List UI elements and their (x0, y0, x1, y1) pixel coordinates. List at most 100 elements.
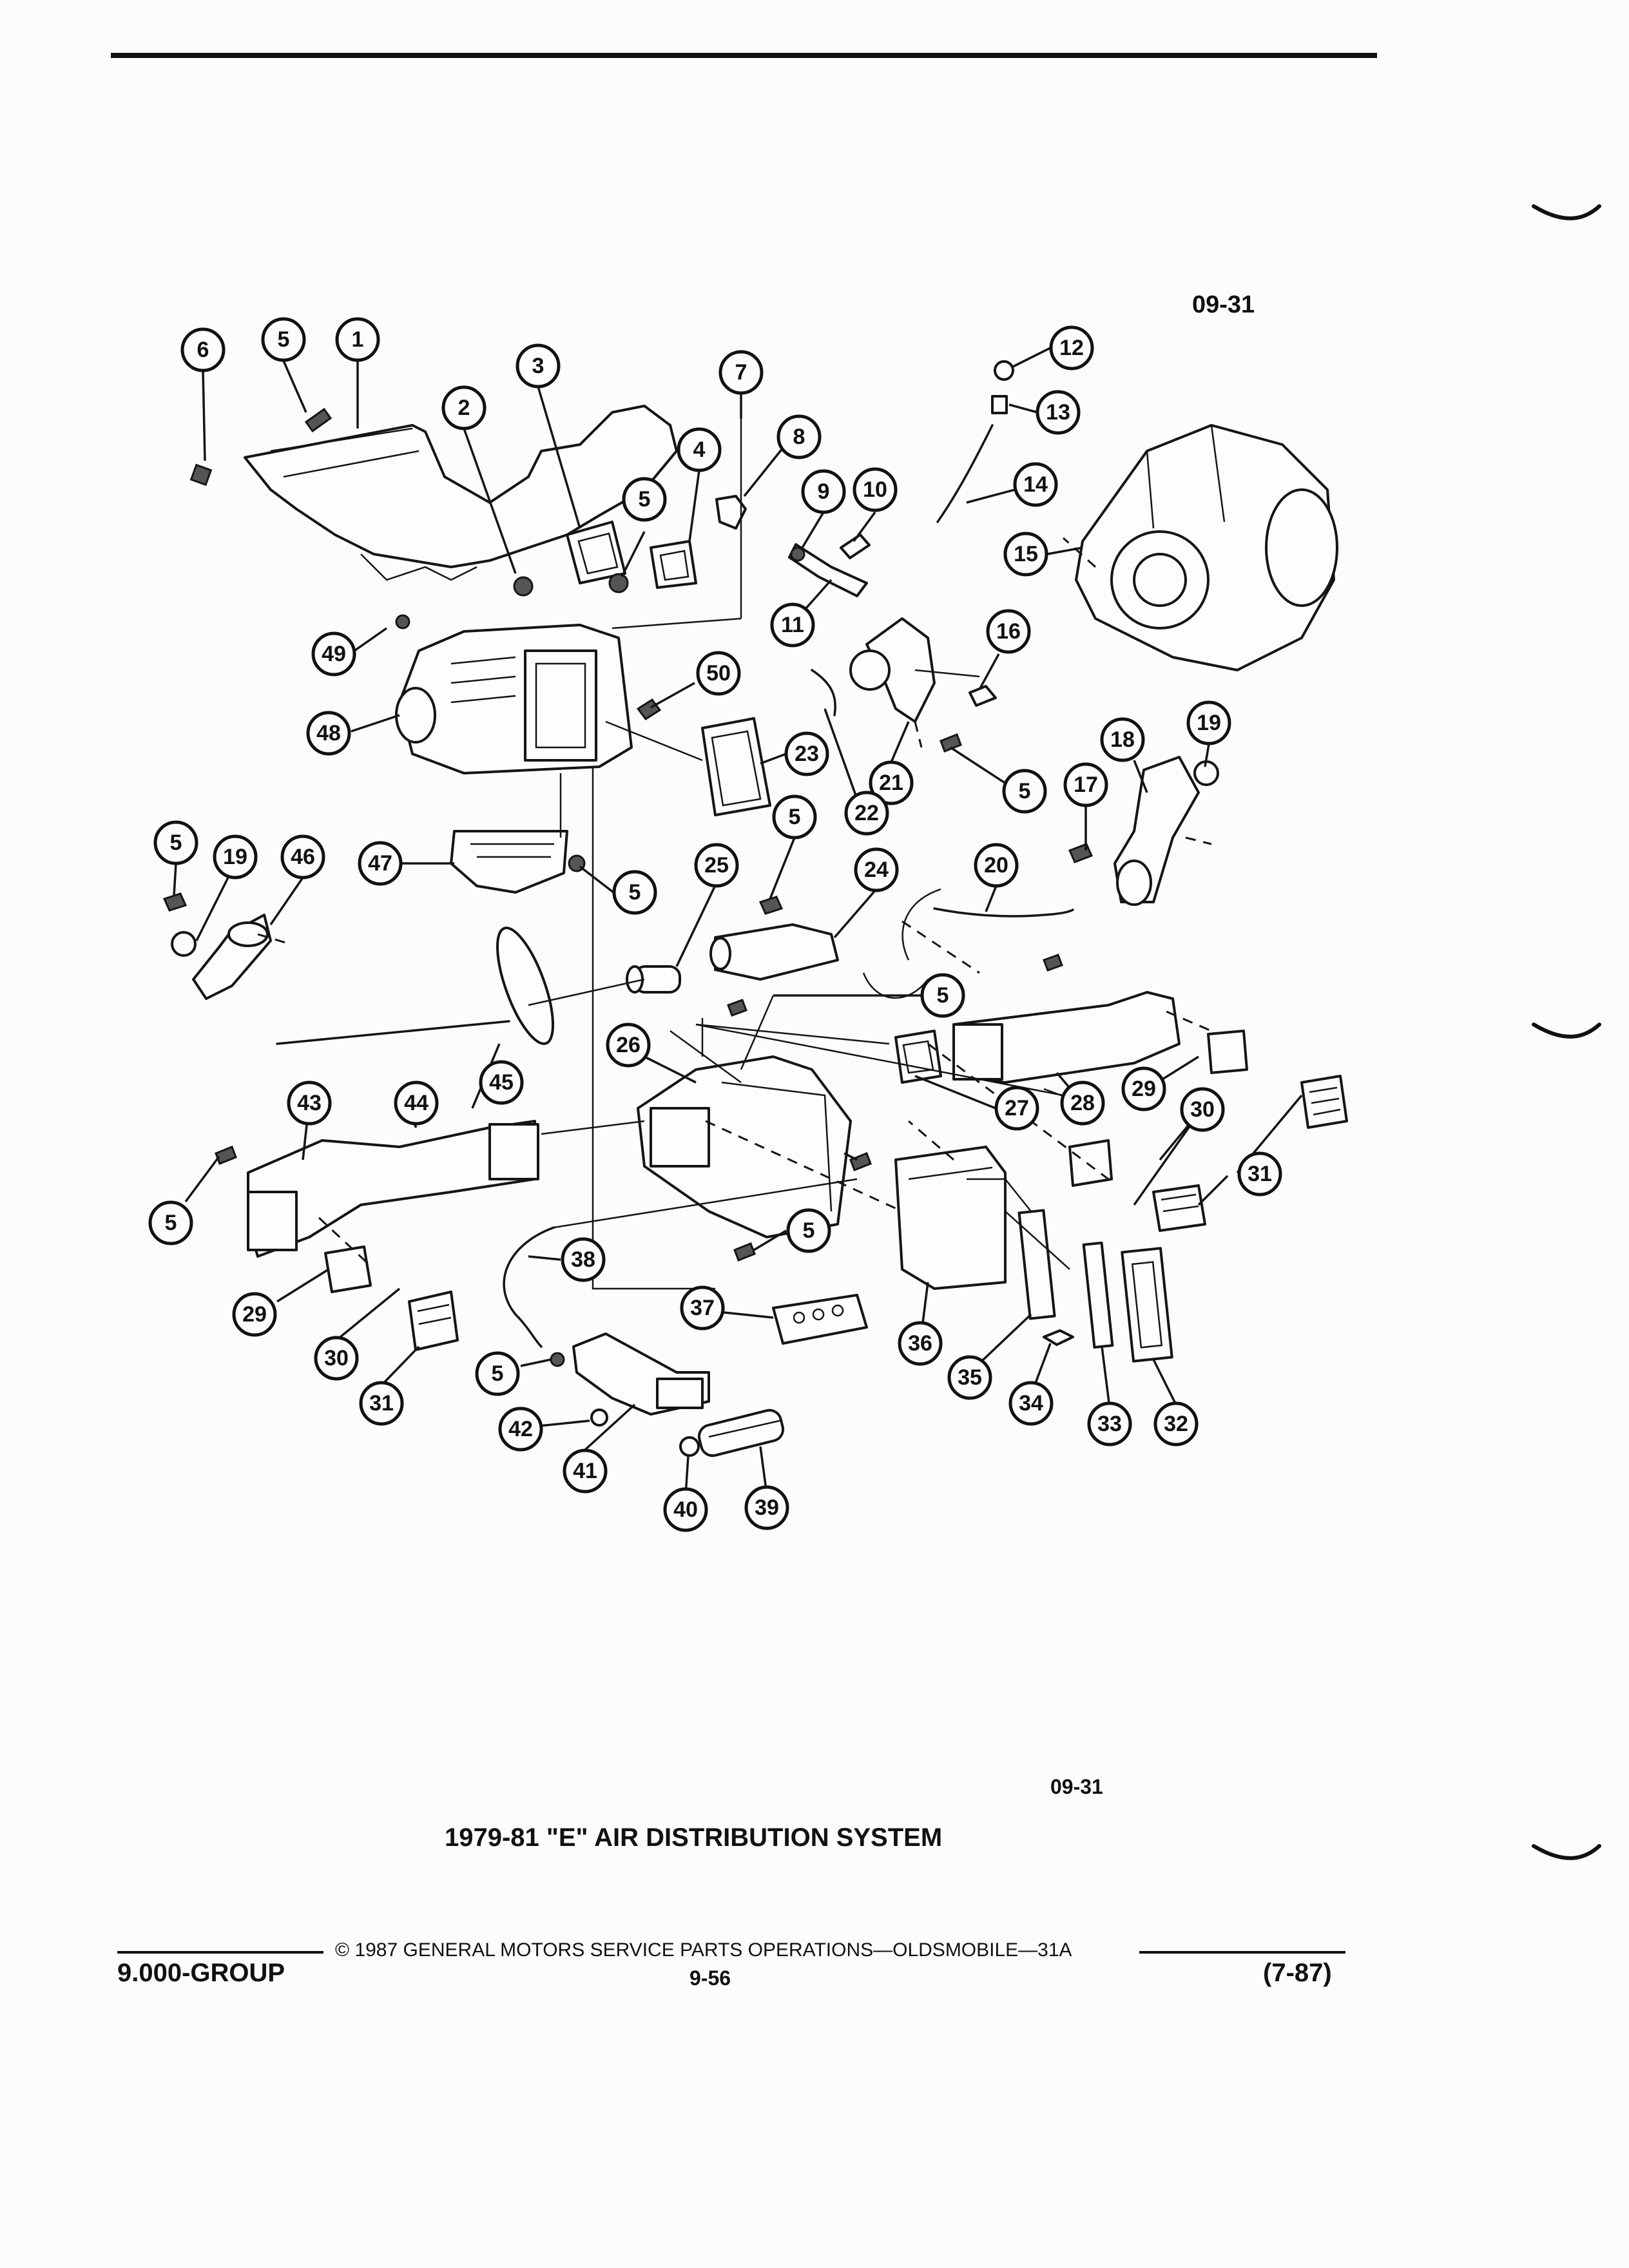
callout-19-a: 19 (1186, 700, 1231, 745)
callout-20: 20 (974, 843, 1019, 888)
svg-text:6: 6 (197, 338, 209, 362)
svg-text:31: 31 (369, 1391, 394, 1416)
callout-24: 24 (854, 847, 899, 892)
seal-29b-part (1068, 1139, 1113, 1187)
clip-9-part (790, 546, 805, 562)
callout-23: 23 (784, 731, 829, 776)
callout-10: 10 (853, 467, 898, 512)
svg-text:8: 8 (793, 425, 805, 449)
outlet-31b-part (1152, 1184, 1206, 1232)
svg-text:4: 4 (693, 437, 706, 462)
svg-text:29: 29 (1132, 1077, 1156, 1101)
svg-text:43: 43 (297, 1091, 322, 1115)
footer-page-number: 9-56 (689, 1966, 731, 1990)
svg-text:10: 10 (863, 477, 887, 502)
seal-27-part (894, 1030, 942, 1084)
svg-text:33: 33 (1097, 1412, 1122, 1436)
upper-duct-part (244, 405, 678, 581)
callout-17: 17 (1063, 762, 1108, 807)
svg-text:5: 5 (1019, 779, 1031, 803)
callout-3: 3 (516, 343, 561, 389)
diverter-47-part (450, 830, 568, 894)
seal-29c-part (324, 1245, 372, 1293)
callout-43: 43 (287, 1081, 332, 1126)
svg-text:37: 37 (690, 1296, 715, 1320)
outlet-31c-part (408, 1291, 459, 1351)
svg-text:44: 44 (404, 1091, 429, 1115)
callout-5-h: 5 (148, 1200, 193, 1245)
svg-text:2: 2 (458, 396, 470, 420)
svg-text:19: 19 (223, 845, 247, 869)
outlet-32-part (1121, 1247, 1173, 1363)
callout-41: 41 (563, 1448, 608, 1494)
callout-44: 44 (394, 1081, 439, 1126)
figure-title: 1979-81 "E" AIR DISTRIBUTION SYSTEM (445, 1823, 943, 1852)
callout-39: 39 (744, 1485, 789, 1530)
grommet-19-part (171, 931, 197, 957)
svg-text:21: 21 (879, 771, 903, 795)
svg-text:13: 13 (1046, 400, 1070, 425)
strip-35-part (1017, 1209, 1056, 1320)
callout-5-f: 5 (772, 794, 817, 840)
svg-text:5: 5 (639, 487, 651, 512)
svg-text:7: 7 (735, 360, 747, 385)
svg-text:17: 17 (1074, 773, 1098, 797)
callout-49: 49 (311, 631, 356, 677)
svg-text:18: 18 (1110, 727, 1135, 752)
callout-50: 50 (696, 651, 741, 696)
nut-12-part (994, 360, 1014, 381)
callout-30-a: 30 (1180, 1087, 1225, 1132)
footer-rule-right (1139, 1951, 1345, 1954)
screw-part (304, 407, 333, 433)
svg-text:40: 40 (673, 1497, 698, 1522)
svg-text:5: 5 (789, 805, 801, 829)
nut-49-part (395, 614, 410, 629)
callout-5-b: 5 (622, 477, 667, 522)
callout-31-b: 31 (359, 1381, 404, 1426)
svg-text:30: 30 (1190, 1097, 1215, 1122)
figure-code-bottom: 09-31 (1050, 1775, 1103, 1798)
svg-text:25: 25 (704, 853, 729, 878)
header-rule (111, 53, 1377, 58)
figure-code-top: 09-31 (1192, 291, 1255, 318)
callout-21: 21 (869, 760, 914, 805)
callout-38: 38 (561, 1237, 606, 1282)
callout-25: 25 (694, 843, 739, 888)
binding-mark-middle (1532, 1023, 1601, 1039)
svg-text:27: 27 (1005, 1096, 1029, 1120)
callout-11: 11 (770, 602, 815, 648)
callout-16: 16 (986, 609, 1031, 654)
svg-text:48: 48 (316, 721, 341, 745)
screw-5i-part (215, 1146, 237, 1165)
svg-text:12: 12 (1059, 336, 1084, 360)
svg-text:1: 1 (352, 327, 364, 352)
svg-text:22: 22 (854, 801, 879, 825)
screw-5d-part (550, 1352, 565, 1367)
svg-text:39: 39 (755, 1495, 779, 1520)
callout-13: 13 (1036, 390, 1081, 435)
valve-24-part (709, 923, 839, 981)
case-36-part (894, 1146, 1007, 1290)
svg-text:31: 31 (1248, 1162, 1272, 1186)
svg-text:47: 47 (368, 851, 392, 876)
footer-group: 9.000-GROUP (117, 1959, 285, 1987)
callout-22: 22 (844, 791, 889, 836)
clip-16-part (969, 685, 997, 707)
callout-27: 27 (994, 1086, 1039, 1131)
callout-5-j: 5 (475, 1351, 520, 1396)
actuator-21-part (849, 617, 980, 723)
svg-text:29: 29 (242, 1302, 267, 1327)
callout-14: 14 (1013, 462, 1058, 507)
hose-20-part (933, 907, 1074, 918)
control-37-part (772, 1294, 868, 1345)
binding-mark-top (1532, 204, 1601, 220)
svg-text:46: 46 (291, 845, 315, 869)
footer-copyright: © 1987 GENERAL MOTORS SERVICE PARTS OPER… (335, 1939, 1072, 1961)
screw-5c-part (758, 896, 784, 915)
callout-32: 32 (1153, 1401, 1199, 1446)
elbow-18-part (1113, 756, 1200, 906)
callout-5-i: 5 (786, 1208, 831, 1253)
callout-30-b: 30 (314, 1336, 359, 1381)
hose-44-part (276, 1020, 510, 1045)
